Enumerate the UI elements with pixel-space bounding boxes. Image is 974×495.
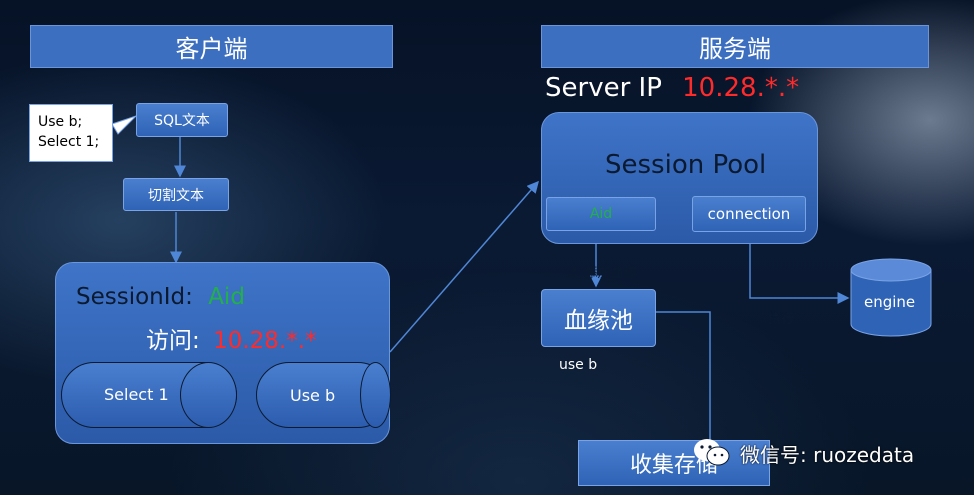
server-ip-value: 10.28.*.*	[682, 73, 799, 103]
execute-label: 执行	[768, 308, 794, 327]
connection-box: connection	[692, 196, 806, 232]
server-ip-row: Server IP 10.28.*.*	[545, 73, 799, 103]
engine-label: engine	[864, 293, 915, 311]
add-lineage-label: 2. 添加血缘	[568, 262, 637, 281]
note-line-1: Use b;	[38, 112, 112, 132]
session-id-label: SessionId:	[76, 284, 193, 310]
server-header: 服务端	[541, 25, 929, 68]
server-ip-label: Server IP	[545, 73, 662, 103]
pipe-select-1-cap	[180, 362, 237, 428]
wechat-icon	[692, 436, 732, 470]
aid-label: Aid	[590, 206, 612, 222]
aid-box: Aid	[546, 197, 656, 231]
session-id-row: SessionId: Aid	[76, 284, 245, 310]
pipe-use-b-label: Use b	[290, 386, 335, 405]
client-header: 客户端	[30, 25, 393, 68]
sql-text-box: SQL文本	[136, 103, 228, 137]
split-text-box: 切割文本	[123, 178, 229, 211]
sql-note-callout: Use b; Select 1;	[29, 104, 113, 162]
line-lineage-to-store	[656, 312, 710, 440]
watermark: 微信号: ruozedata	[692, 436, 914, 470]
visit-row: 访问: 10.28.*.*	[146, 321, 317, 355]
note-line-2: Select 1;	[38, 132, 112, 152]
session-pool-title: Session Pool	[605, 150, 766, 180]
watermark-text: 微信号: ruozedata	[740, 439, 914, 468]
pipe-use-b-cap	[360, 362, 391, 428]
arrow-client-to-server	[390, 182, 538, 352]
lineage-pool-box: 血缘池	[541, 289, 656, 347]
session-id-value: Aid	[208, 284, 245, 310]
note-callout-tail	[112, 116, 136, 134]
pipe-select-1-label: Select 1	[104, 385, 169, 404]
visit-label: 访问:	[146, 328, 200, 354]
use-b-label: use b	[559, 357, 597, 373]
visit-value: 10.28.*.*	[213, 328, 316, 354]
